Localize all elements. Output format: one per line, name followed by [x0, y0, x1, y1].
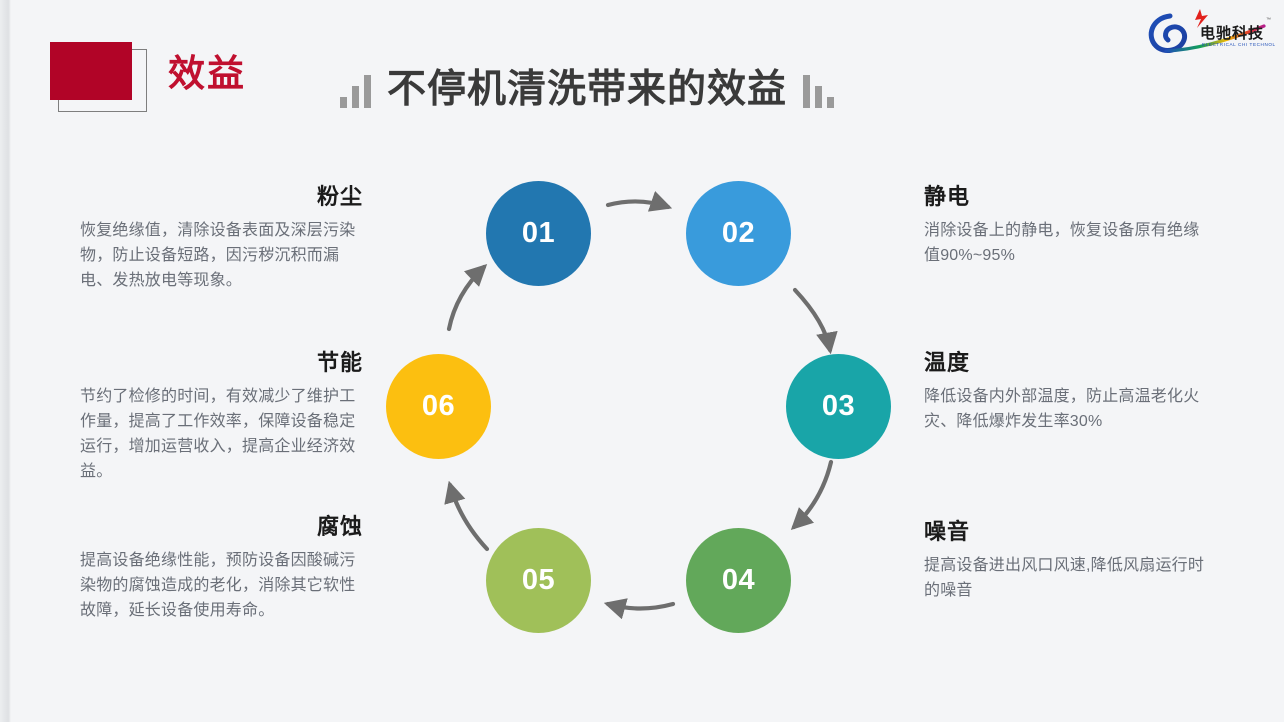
item-corrosion-body: 提高设备绝缘性能，预防设备因酸碱污染物的腐蚀造成的老化，消除其它软性故障，延长设…	[80, 552, 356, 619]
item-dust-heading: 粉尘	[316, 184, 363, 209]
item-temperature: 温度 降低设备内外部温度，防止高温老化火灾、降低爆炸发生率30%	[924, 349, 1207, 434]
item-temperature-body: 降低设备内外部温度，防止高温老化火灾、降低爆炸发生率30%	[924, 388, 1200, 430]
item-static-body: 消除设备上的静电，恢复设备原有绝缘值90%~95%	[924, 222, 1200, 264]
item-dust-body: 恢复绝缘值，清除设备表面及深层污染物，防止设备短路，因污秽沉积而漏电、发热放电等…	[80, 222, 356, 289]
page-left-edge	[0, 0, 11, 722]
company-logo: 电驰科技 ELECTRICAL CHI TECHNOLOGY ™	[1148, 9, 1276, 54]
cycle-node-06[interactable]: 06	[386, 354, 491, 459]
cycle-node-04[interactable]: 04	[686, 528, 791, 633]
badge-red-square	[50, 42, 132, 100]
item-corrosion-heading: 腐蚀	[316, 514, 363, 539]
bar-chart-descending-icon	[803, 72, 835, 112]
cycle-node-05[interactable]: 05	[486, 528, 591, 633]
item-dust: 粉尘 恢复绝缘值，清除设备表面及深层污染物，防止设备短路，因污秽沉积而漏电、发热…	[80, 183, 363, 293]
page-title-text: 不停机清洗带来的效益	[387, 68, 788, 111]
item-static-heading: 静电	[924, 184, 971, 209]
item-corrosion: 腐蚀 提高设备绝缘性能，预防设备因酸碱污染物的腐蚀造成的老化，消除其它软性故障，…	[80, 513, 363, 623]
bar-chart-ascending-icon	[340, 72, 371, 112]
item-noise-heading: 噪音	[924, 519, 971, 544]
item-energy: 节能 节约了检修的时间，有效减少了维护工作量，提高了工作效率，保障设备稳定运行，…	[80, 349, 363, 484]
item-energy-heading: 节能	[316, 350, 363, 375]
item-noise: 噪音 提高设备进出风口风速,降低风扇运行时的噪音	[924, 518, 1207, 603]
cycle-node-02[interactable]: 02	[686, 181, 791, 286]
cycle-node-01-label: 01	[521, 217, 556, 249]
svg-text:ELECTRICAL CHI TECHNOLOGY: ELECTRICAL CHI TECHNOLOGY	[1202, 42, 1276, 47]
cycle-node-02-label: 02	[721, 217, 756, 249]
section-badge-label: 效益	[168, 53, 246, 94]
item-temperature-heading: 温度	[924, 350, 971, 375]
cycle-node-06-label: 06	[421, 390, 456, 422]
cycle-node-05-label: 05	[521, 564, 556, 596]
cycle-node-03-label: 03	[821, 390, 856, 422]
page-title: 不停机清洗带来的效益	[340, 68, 835, 112]
cycle-node-01[interactable]: 01	[486, 181, 591, 286]
cycle-node-03[interactable]: 03	[786, 354, 891, 459]
svg-text:电驰科技: 电驰科技	[1200, 24, 1264, 42]
item-noise-body: 提高设备进出风口风速,降低风扇运行时的噪音	[924, 557, 1205, 599]
item-static: 静电 消除设备上的静电，恢复设备原有绝缘值90%~95%	[924, 183, 1207, 268]
cycle-node-04-label: 04	[721, 564, 756, 596]
item-energy-body: 节约了检修的时间，有效减少了维护工作量，提高了工作效率，保障设备稳定运行，增加运…	[80, 388, 356, 480]
svg-text:™: ™	[1266, 17, 1271, 23]
